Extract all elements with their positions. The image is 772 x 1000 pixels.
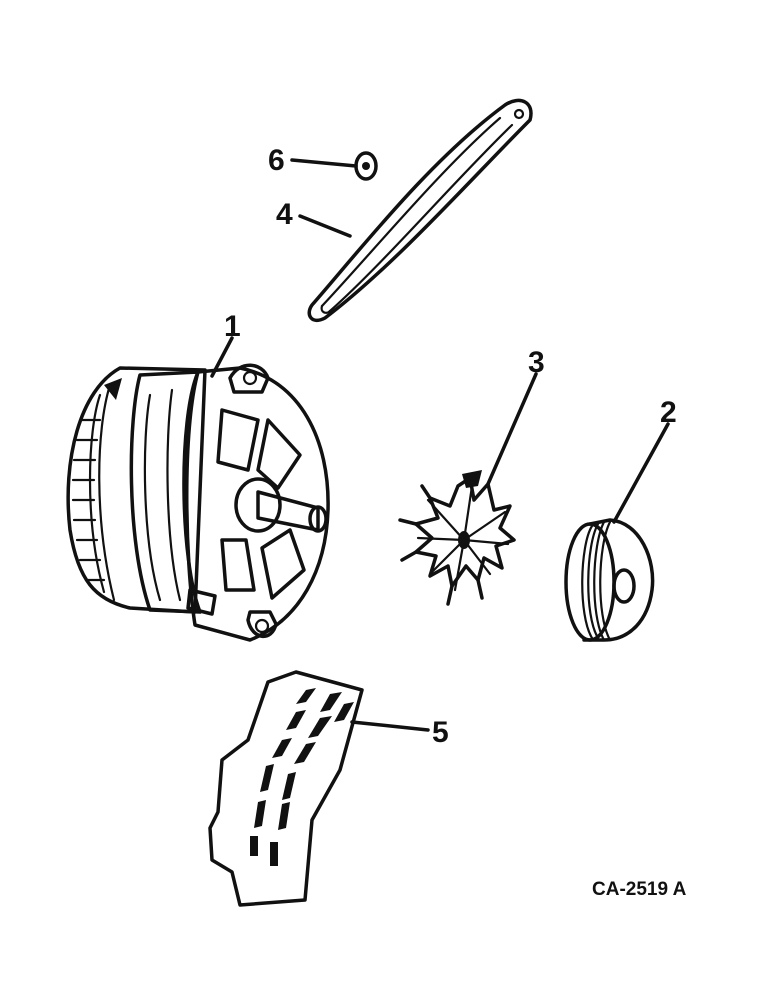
- leader-2: [612, 422, 670, 524]
- alternator-rear-ribs: [71, 378, 122, 602]
- callout-3: 3: [528, 346, 545, 379]
- shield-slots: [250, 688, 354, 866]
- callout-5: 5: [432, 716, 449, 749]
- callout-6: 6: [268, 144, 285, 177]
- callout-1: 1: [224, 310, 241, 343]
- part-4-adjusting-brace: [307, 98, 533, 323]
- part-1-alternator: [66, 363, 330, 642]
- callout-4: 4: [276, 198, 293, 231]
- drawing-number: CA-2519 A: [592, 879, 687, 900]
- part-5-shield: [208, 670, 364, 907]
- leader-6: [290, 158, 358, 168]
- callout-2: 2: [660, 396, 677, 429]
- leader-3: [486, 372, 538, 486]
- leader-lines: [210, 158, 670, 732]
- leader-4: [298, 214, 352, 238]
- part-2-pulley: [564, 518, 655, 642]
- part-6-washer: [354, 151, 378, 181]
- leader-5: [350, 720, 430, 732]
- leader-1: [210, 336, 234, 378]
- part-3-fan: [398, 470, 516, 606]
